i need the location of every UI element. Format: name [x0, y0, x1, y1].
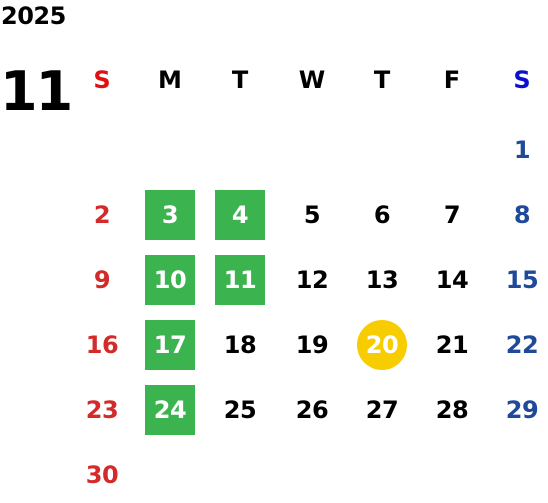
- day-cell[interactable]: 22: [505, 331, 539, 359]
- day-cell[interactable]: 6: [373, 201, 391, 229]
- weekday-label: F: [443, 66, 461, 94]
- month-label: 11: [0, 60, 73, 123]
- day-cell[interactable]: 11: [215, 255, 265, 305]
- day-cell[interactable]: 18: [223, 331, 257, 359]
- day-cell[interactable]: 10: [145, 255, 195, 305]
- weekday-label: W: [298, 66, 326, 94]
- day-cell[interactable]: 25: [223, 396, 257, 424]
- weekday-label: S: [93, 66, 111, 94]
- day-cell[interactable]: 29: [505, 396, 539, 424]
- day-cell[interactable]: 2: [93, 201, 111, 229]
- day-cell[interactable]: 27: [365, 396, 399, 424]
- weekday-label: T: [231, 66, 249, 94]
- day-cell[interactable]: 14: [435, 266, 469, 294]
- day-cell-today[interactable]: 20: [357, 320, 407, 370]
- day-cell[interactable]: 8: [513, 201, 531, 229]
- year-label: 2025: [1, 2, 66, 30]
- day-cell[interactable]: 19: [295, 331, 329, 359]
- day-cell[interactable]: 17: [145, 320, 195, 370]
- day-cell[interactable]: 28: [435, 396, 469, 424]
- day-cell[interactable]: 21: [435, 331, 469, 359]
- day-cell[interactable]: 9: [93, 266, 111, 294]
- day-cell[interactable]: 23: [85, 396, 119, 424]
- day-cell[interactable]: 15: [505, 266, 539, 294]
- day-cell[interactable]: 5: [303, 201, 321, 229]
- day-cell[interactable]: 12: [295, 266, 329, 294]
- weekday-label: S: [513, 66, 531, 94]
- weekday-label: M: [158, 66, 182, 94]
- weekday-label: T: [373, 66, 391, 94]
- day-cell[interactable]: 24: [145, 385, 195, 435]
- day-cell[interactable]: 13: [365, 266, 399, 294]
- day-cell[interactable]: 30: [85, 461, 119, 489]
- day-cell[interactable]: 3: [145, 190, 195, 240]
- day-cell[interactable]: 7: [443, 201, 461, 229]
- day-cell[interactable]: 4: [215, 190, 265, 240]
- day-cell[interactable]: 16: [85, 331, 119, 359]
- day-cell[interactable]: 26: [295, 396, 329, 424]
- day-cell[interactable]: 1: [513, 136, 531, 164]
